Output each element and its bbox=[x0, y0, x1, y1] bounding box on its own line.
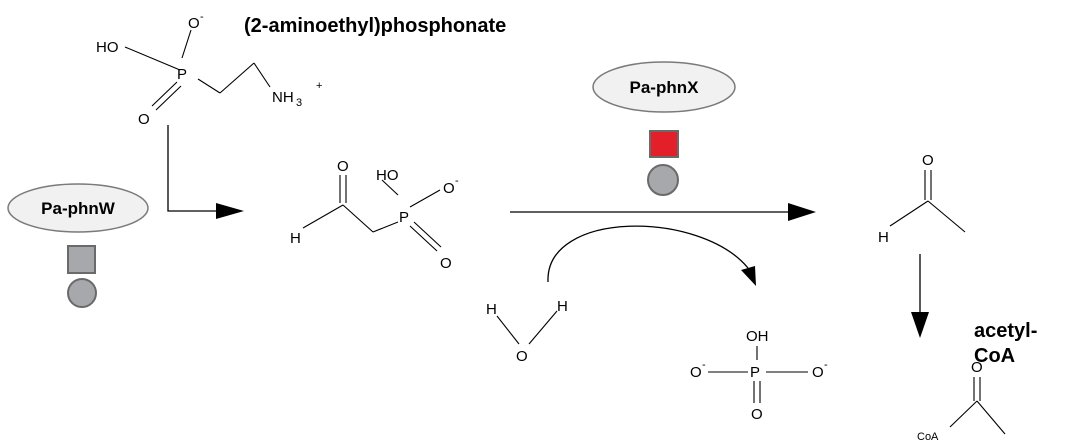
phosphorus-label: P bbox=[177, 66, 187, 83]
minus-charge: - bbox=[824, 359, 828, 371]
phosphorus-label: P bbox=[750, 364, 760, 381]
phnx-label: Pa-phnX bbox=[630, 78, 700, 97]
oxygen-anion-right: O bbox=[812, 364, 824, 381]
hydroxyl-label: HO bbox=[376, 167, 399, 184]
oxygen-label: O bbox=[138, 111, 150, 128]
phosphonoacetaldehyde-structure: O H HO P O - O bbox=[290, 158, 459, 272]
water-hydrolysis-arrow bbox=[547, 225, 756, 286]
water-structure: H H O bbox=[486, 298, 568, 365]
hydroxyl-label: HO bbox=[96, 39, 119, 56]
amine-subscript: 3 bbox=[296, 97, 302, 109]
water-oxygen-label: O bbox=[516, 348, 528, 365]
coa-group-label: CoA bbox=[917, 431, 939, 442]
enzyme-phnw: Pa-phnW bbox=[7, 183, 149, 308]
aep-compound-name: (2-aminoethyl)phosphonate bbox=[244, 15, 506, 37]
phosphate-hydroxyl-label: OH bbox=[746, 328, 769, 345]
phnx-square-marker bbox=[649, 130, 679, 158]
oxygen-label: O bbox=[751, 406, 763, 423]
acetaldehyde-hydrogen-label: H bbox=[878, 229, 889, 246]
acetyl-coa-structure: O CoA acetyl- CoA bbox=[917, 320, 1037, 442]
aminoethylphosphonate-structure: HO O - P O NH 3 + (2-aminoethyl)phosphon… bbox=[96, 11, 506, 128]
phosphorus-label: P bbox=[399, 209, 409, 226]
aldehyde-oxygen-label: O bbox=[337, 158, 349, 175]
arrow-phnx-reaction bbox=[510, 203, 816, 221]
water-hydrogen-left: H bbox=[486, 301, 497, 318]
oxygen-label: O bbox=[440, 255, 452, 272]
acetyl-coa-name-line1: acetyl- bbox=[974, 320, 1037, 342]
oxygen-anion-label: O bbox=[188, 15, 200, 32]
phnw-ellipse bbox=[7, 183, 149, 233]
acetyl-coa-name-line2: CoA bbox=[974, 345, 1015, 367]
phnw-circle-marker bbox=[67, 278, 97, 308]
phnw-square-marker bbox=[67, 245, 96, 274]
phnx-circle-marker bbox=[647, 164, 679, 196]
oxygen-anion-label: O bbox=[443, 180, 455, 197]
minus-charge: - bbox=[200, 11, 204, 23]
acetaldehyde-structure: O H bbox=[878, 152, 966, 246]
acetaldehyde-oxygen-label: O bbox=[922, 152, 934, 169]
amine-label: NH bbox=[272, 89, 294, 106]
aldehyde-hydrogen-label: H bbox=[290, 230, 301, 247]
enzyme-phnx: Pa-phnX bbox=[592, 61, 736, 196]
plus-charge: + bbox=[316, 80, 322, 92]
acetyl-oxygen-label: O bbox=[971, 359, 983, 376]
phnw-label: Pa-phnW bbox=[41, 199, 116, 218]
minus-charge: - bbox=[702, 359, 706, 371]
oxygen-anion-left: O bbox=[690, 364, 702, 381]
water-hydrogen-right: H bbox=[557, 298, 568, 315]
arrow-to-acetyl-coa bbox=[911, 254, 929, 338]
phnx-ellipse bbox=[592, 61, 736, 113]
minus-charge: - bbox=[455, 175, 459, 187]
arrow-phnw-reaction bbox=[167, 125, 244, 219]
phosphate-structure: OH P O - O - O bbox=[690, 328, 828, 423]
